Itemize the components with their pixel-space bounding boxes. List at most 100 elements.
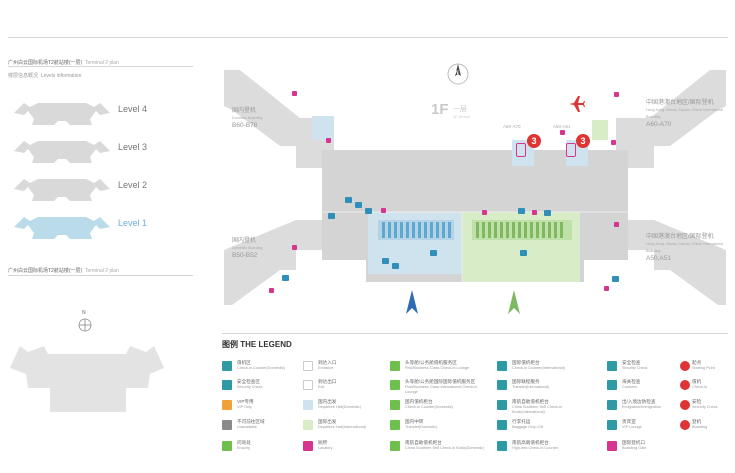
pier-right-bottom [628, 220, 726, 305]
legend-label-en: High-end Check-in Counter [512, 446, 559, 450]
level-1-shape[interactable] [14, 217, 110, 239]
legend-label-cn: 头等舱/公务舱国际国际值机服务区 [405, 379, 476, 384]
gate-label-a: A60-A70 [503, 124, 521, 129]
lavatory-icon [532, 210, 537, 215]
lavatory-icon [326, 138, 331, 143]
legend-label-en: Security Check [237, 385, 263, 389]
legend-label-en: Check-in Counter(Domestic) [237, 366, 285, 370]
legend-label-en: China Southern Self Check-in Kiosk(Inter… [512, 405, 563, 414]
legend-label-cn: 行李托运 [512, 419, 531, 424]
legend-swatch-icon [497, 361, 507, 371]
legend-label-cn: 出/入境边防检查 [622, 399, 656, 404]
legend-label-cn: 厕所 [318, 440, 328, 445]
sidebar-title: 广州白云国际机场T2航站楼(一层) Terminal 2 plan [8, 60, 119, 66]
legend-label-en: Security Check [622, 366, 648, 370]
lower-sidebar-title: 广州白云国际机场T2航站楼(一层) Terminal 2 plan [8, 268, 119, 274]
legend-swatch-icon [680, 380, 690, 390]
legend-swatch-icon [680, 361, 690, 371]
terminal-floor-map [224, 70, 726, 314]
legend-label-en: First/Business Class International Check… [405, 385, 478, 394]
gate-area-a3 [592, 120, 608, 140]
level-3-shape[interactable] [14, 141, 110, 163]
level-4-shape[interactable] [14, 103, 110, 125]
checkin-kiosk-icon-1 [516, 143, 526, 157]
legend-label-en: Boarding [692, 425, 708, 429]
gate-area-b [312, 116, 334, 140]
legend-label-cn: 国内出发 [318, 399, 337, 404]
legend-label-en: Departure Hall(International) [318, 425, 366, 429]
legend-label-cn: 国内值机柜台 [405, 399, 433, 404]
legend-swatch-icon [390, 441, 400, 451]
legend-label-en: First/Business Class Check-in Lounge [405, 366, 470, 370]
legend-label-cn: VIP专用 [237, 399, 254, 404]
legend-label-en: Check-in Counter(International) [512, 366, 565, 370]
level-2-shape[interactable] [14, 179, 110, 201]
floor-number: 1F [431, 101, 449, 118]
service-icon [392, 263, 399, 269]
legend-swatch-icon [222, 420, 232, 430]
overview-terminal-shape [10, 346, 164, 412]
route-badge-2[interactable]: 3 [576, 134, 590, 148]
level-1-label[interactable]: Level 1 [118, 218, 148, 228]
level-2-label[interactable]: Level 2 [118, 180, 148, 190]
floor-cn: 一层 [453, 106, 467, 113]
level-4-label[interactable]: Level 4 [118, 104, 148, 114]
legend-label-en: Unavailable [237, 425, 257, 429]
legend-label-cn: 头等舱/公务舱值机服务区 [405, 360, 457, 365]
lavatory-icon [381, 208, 386, 213]
level-3-label[interactable]: Level 3 [118, 142, 148, 152]
legend-label-cn: 南航自助值机柜台 [512, 399, 549, 404]
legend-label-cn: 国际值机柜台 [512, 360, 540, 365]
legend-label-cn: 国内中转 [405, 419, 424, 424]
legend-label-cn: 国际联程服务 [512, 379, 540, 384]
legend-label-en: VIP Only [237, 405, 252, 409]
service-icon [612, 276, 619, 282]
route-badge-1[interactable]: 3 [527, 134, 541, 148]
floor-en: 1F Arrival [453, 114, 470, 119]
legend-label-cn: 起点 [692, 360, 702, 365]
legend-label-en: Check-in Counter(Domestic) [405, 405, 453, 409]
legend-divider [222, 333, 728, 334]
legend-label-en: Security Check [692, 405, 718, 409]
levels-heading: 楼层信息概况 Levels information [8, 73, 82, 79]
legend-label-en: Baggage Drop-Off [512, 425, 543, 429]
legend-label-cn: 到达入口 [318, 360, 337, 365]
header-divider [8, 37, 728, 38]
legend-label-cn: 贵宾室 [622, 419, 636, 424]
lavatory-icon [482, 210, 487, 215]
lavatory-icon [614, 92, 619, 97]
legend-label-cn: 南航高端值机柜台 [512, 440, 549, 445]
legend-label-en: Boarding Gate [622, 446, 647, 450]
pier-left-bottom [224, 220, 322, 305]
legend-swatch-icon [390, 380, 400, 390]
legend-swatch-icon [607, 420, 617, 430]
legend-label-en: Check-in [692, 385, 707, 389]
legend-label-cn: 值机区 [237, 360, 251, 365]
service-icon [355, 202, 362, 208]
legend-swatch-icon [303, 361, 313, 371]
legend-swatch-icon [222, 361, 232, 371]
legend-label-en: Enquiry [237, 446, 250, 450]
lavatory-icon [560, 130, 565, 135]
legend-label-en: Entrance [318, 366, 334, 370]
service-icon [345, 197, 352, 203]
legend-label-cn: 国际登机口 [622, 440, 645, 445]
map-compass-label: N [455, 70, 459, 76]
legend-label-cn: 值机 [692, 379, 702, 384]
